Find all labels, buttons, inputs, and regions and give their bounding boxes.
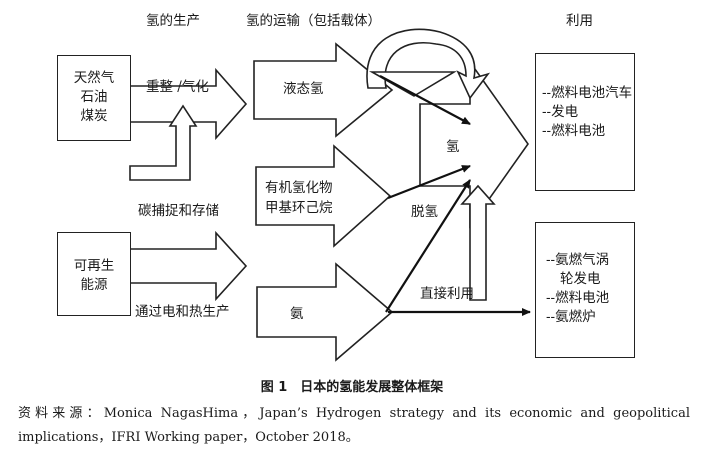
figure-caption: 图 1 日本的氢能发展整体框架	[260, 380, 444, 395]
renewable-source-box: 可再生 能源	[57, 232, 131, 316]
organic-hydride-label: 有机氢化物	[265, 180, 333, 196]
use-ammonia-turbine-cont: 轮发电	[560, 271, 601, 287]
header-use: 利用	[566, 13, 593, 29]
ccs-up-arrow	[129, 104, 198, 181]
organic-hydride-arrow	[255, 144, 392, 248]
source-note: 资料来源：Monica NagasHima，Japan’s Hydrogen s…	[18, 406, 690, 445]
direct-use-label: 直接利用	[420, 286, 474, 302]
flow-diagram-svg	[129, 28, 531, 362]
fossil-source-box: 天然气 石油 煤炭	[57, 55, 131, 141]
hydrogen-hub-label: 氢	[446, 139, 460, 155]
header-transport: 氢的运输（包括载体）	[246, 13, 381, 29]
use-ammonia-turbine: --氨燃气涡	[546, 252, 610, 268]
use-power: --发电	[542, 104, 579, 120]
reforming-label: 重整 /气化	[146, 79, 209, 95]
loop-curved-arrow	[366, 28, 491, 100]
liquid-to-hub-line	[379, 75, 471, 125]
electric-heat-label: 通过电和热生产	[135, 304, 230, 320]
source-coal: 煤炭	[80, 108, 108, 124]
mch-label: 甲基环己烷	[265, 200, 333, 216]
use-fuel-cell: --燃料电池	[542, 123, 606, 139]
renewable-block-arrow	[129, 230, 248, 302]
hydrogen-use-box: --燃料电池汽车 --发电 --燃料电池	[535, 53, 635, 191]
use-ammonia-furnace: --氨燃炉	[546, 309, 596, 325]
source-natural-gas: 天然气	[73, 70, 115, 86]
ccs-label: 碳捕捉和存储	[138, 203, 219, 219]
hub-up-arrow	[460, 184, 496, 301]
organic-to-hub-line	[387, 164, 471, 200]
ammonia-arrow	[256, 262, 394, 362]
reforming-block-arrow	[129, 67, 248, 141]
ammonia-to-hub-line	[385, 179, 471, 313]
use-fcv: --燃料电池汽车	[542, 85, 633, 101]
source-renewable-line2: 能源	[80, 277, 108, 293]
source-oil: 石油	[80, 89, 108, 105]
source-renewable-line1: 可再生	[73, 258, 115, 274]
liquid-hydrogen-arrow	[253, 42, 394, 138]
ammonia-use-box: --氨燃气涡 轮发电 --燃料电池 --氨燃炉	[535, 222, 635, 358]
header-production: 氢的生产	[146, 13, 200, 29]
ammonia-carrier-label: 氨	[290, 306, 304, 322]
use-ammonia-fuel-cell: --燃料电池	[546, 290, 610, 306]
liquid-hydrogen-label: 液态氢	[283, 81, 324, 97]
framework-diagram: 氢的生产 氢的运输（包括载体） 利用 天然气 石油 煤炭 可再生 能源 重整 /…	[57, 13, 635, 362]
dehydrogenation-label: 脱氢	[411, 204, 438, 220]
